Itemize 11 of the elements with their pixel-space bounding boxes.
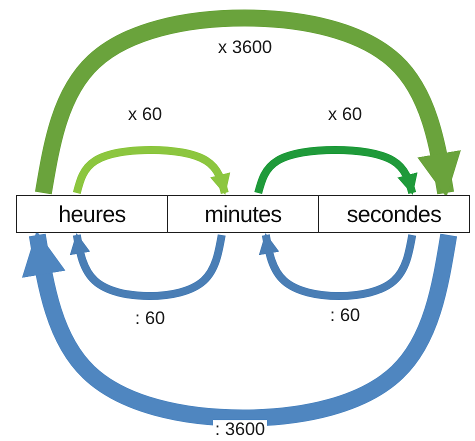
curved-arrow [34, 10, 461, 198]
cell-text: minutes [204, 200, 282, 228]
curved-arrow [254, 146, 418, 195]
cell-text: heures [58, 200, 126, 228]
table-cell [318, 195, 470, 233]
cell-text: secondes [346, 200, 442, 228]
table-cell [16, 195, 168, 233]
table-cell [167, 195, 319, 233]
curved-arrow [258, 232, 416, 300]
curved-arrow [22, 230, 458, 426]
curved-arrow [70, 232, 226, 300]
